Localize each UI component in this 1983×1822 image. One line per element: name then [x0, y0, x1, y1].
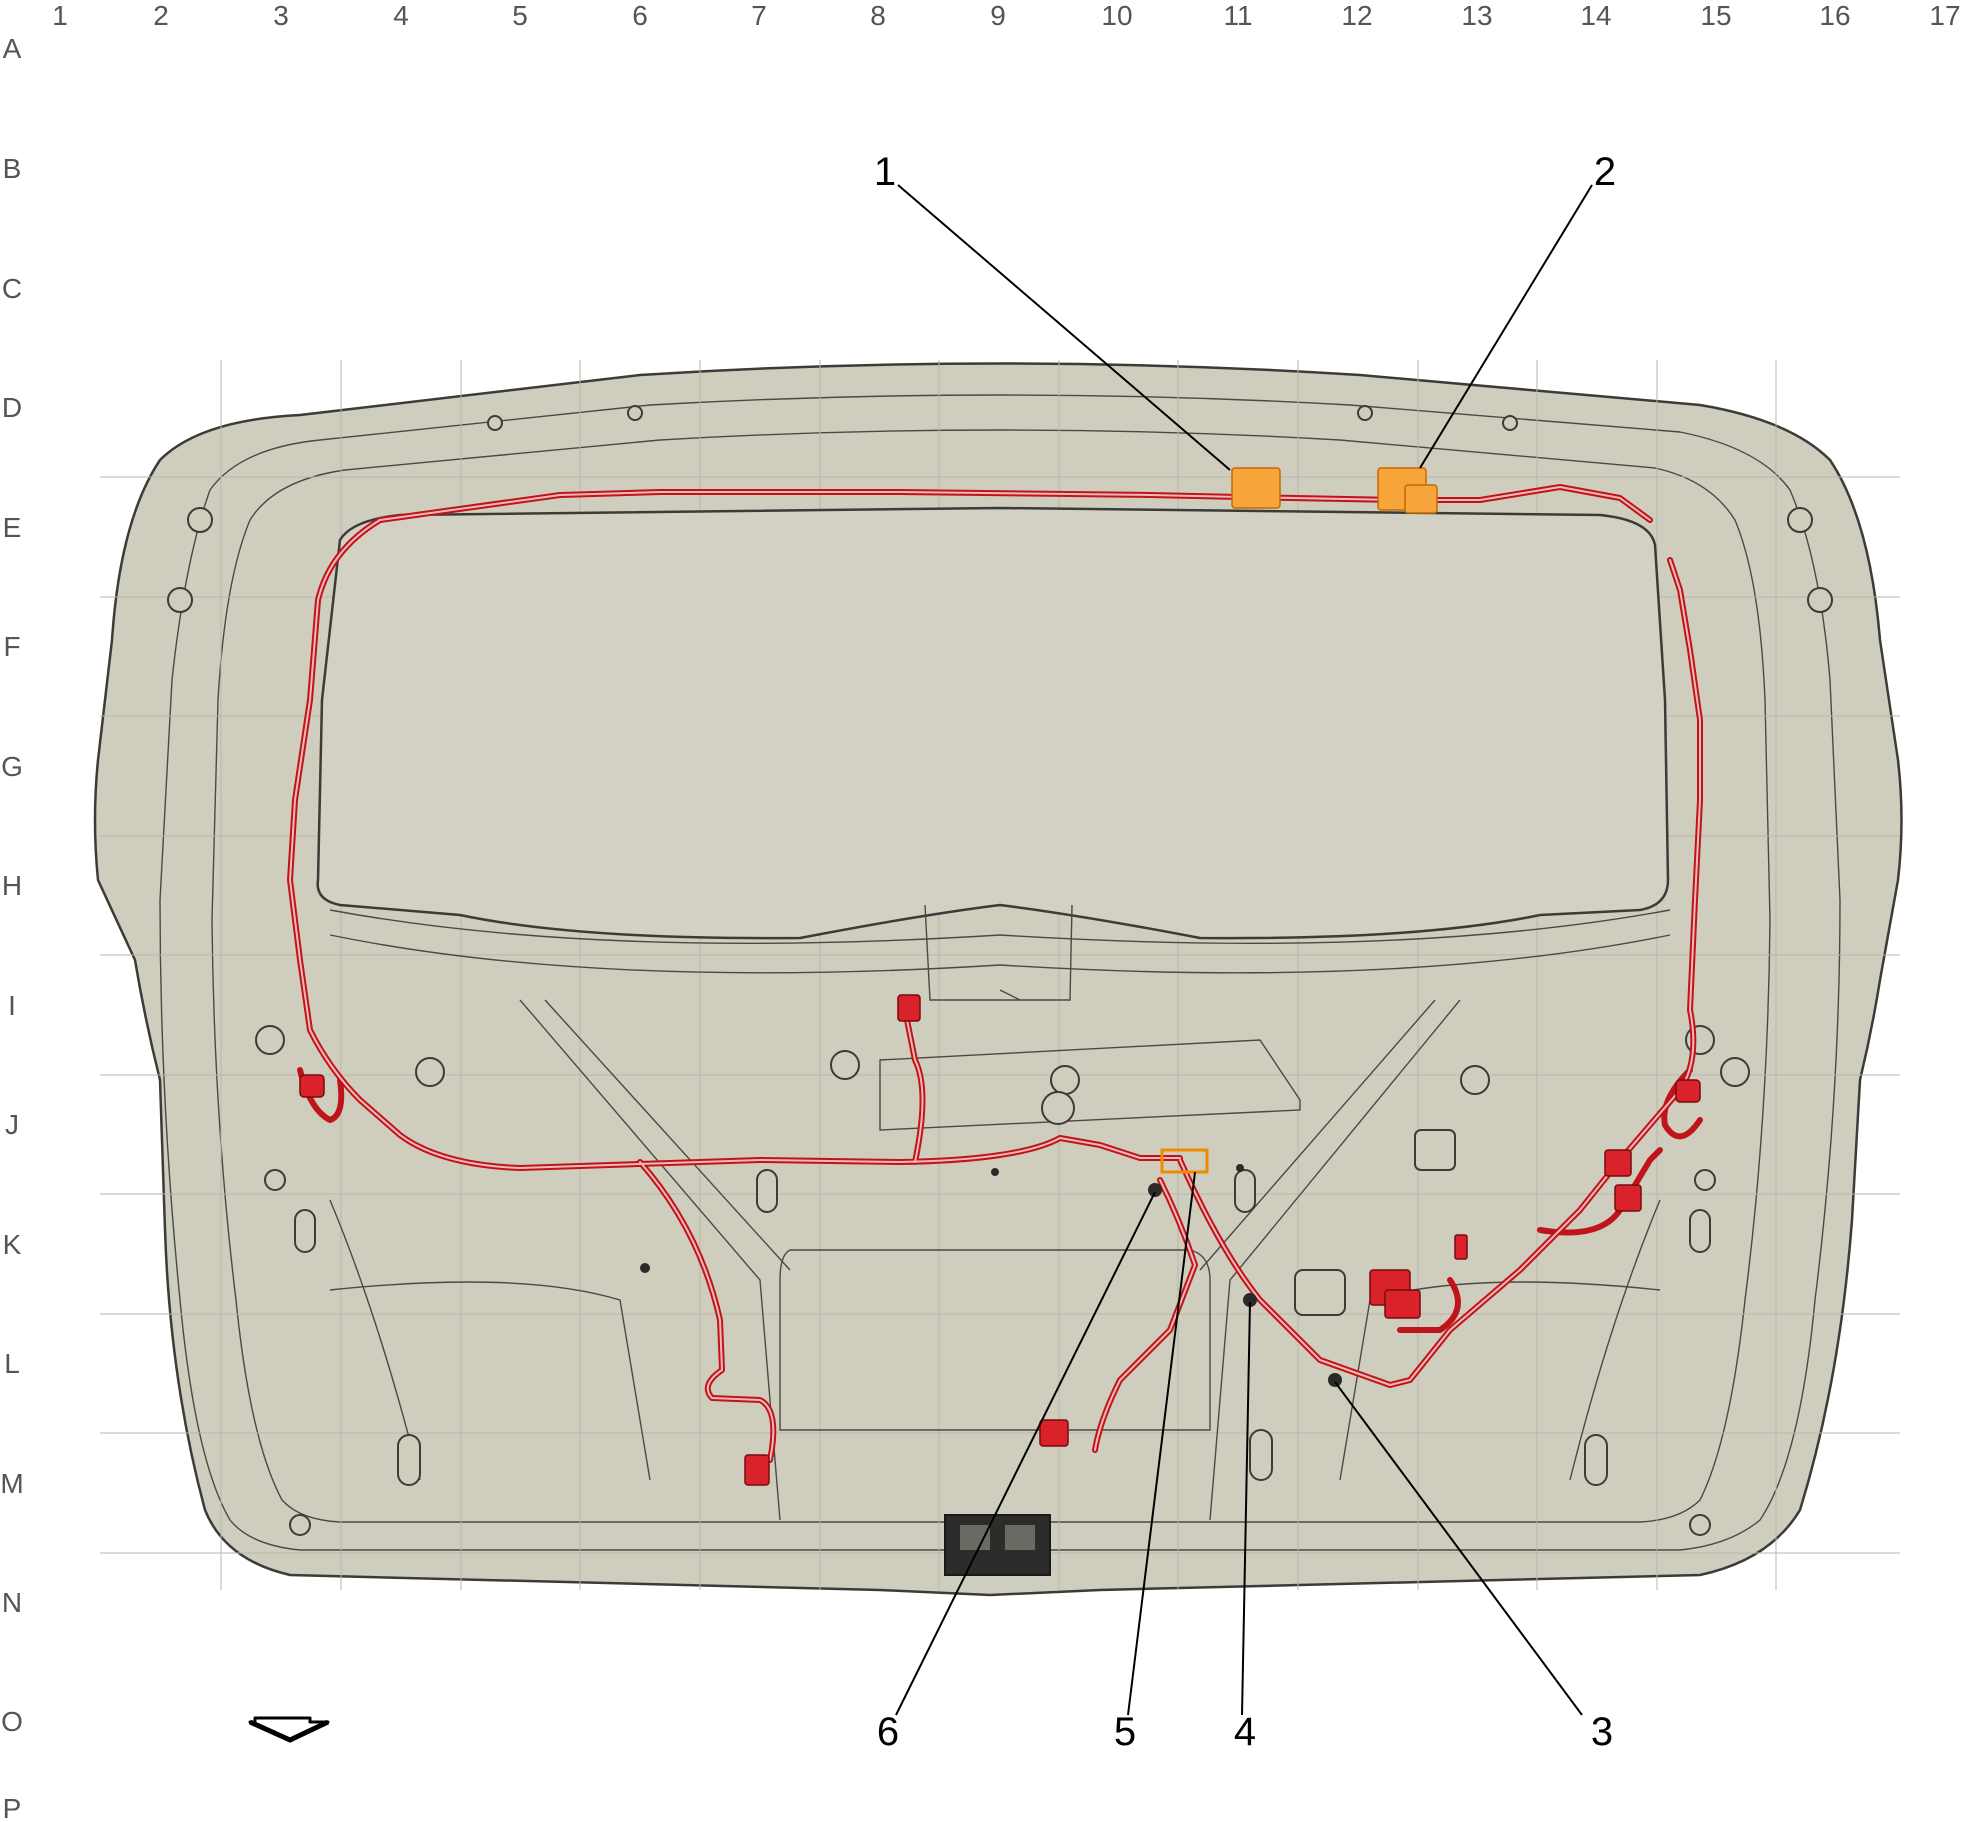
- grid-col-label: 2: [153, 0, 169, 31]
- rear-window-opening: [316, 506, 1670, 940]
- leader-line-5: [1127, 1171, 1196, 1716]
- grid-row-label: E: [3, 512, 22, 543]
- grid-row-label: M: [0, 1468, 23, 1499]
- mounting-holes: [167, 405, 1833, 1536]
- grid-col-label: 9: [990, 0, 1006, 31]
- harness-connector: [1039, 1419, 1069, 1447]
- grid-col-label: 13: [1461, 0, 1492, 31]
- connector-item-5: [1160, 1148, 1209, 1174]
- grid-row-label: C: [2, 273, 22, 304]
- grid-col-label: 12: [1341, 0, 1372, 31]
- grid-col-label: 4: [393, 0, 409, 31]
- grid-row-label: I: [8, 990, 16, 1021]
- callout-3: 3: [1591, 1710, 1613, 1754]
- grid-row-label: N: [2, 1587, 22, 1618]
- leader-line-3: [1334, 1381, 1583, 1716]
- callout-6: 6: [877, 1710, 899, 1754]
- grid-row-label: A: [3, 33, 22, 64]
- harness-right-lower: [1397, 1277, 1461, 1333]
- leader-line-2: [1419, 184, 1593, 469]
- harness-connector: [1675, 1079, 1701, 1103]
- harness-connector: [299, 1074, 325, 1098]
- callout-leaders: [895, 184, 1593, 1716]
- connector-item-2b: [1404, 484, 1438, 514]
- grid-row-label: K: [3, 1229, 22, 1260]
- lower-inner-structure: [329, 904, 1671, 1521]
- harness-connector: [897, 994, 921, 1022]
- grid-col-label: 8: [870, 0, 886, 31]
- grid-row-label: L: [4, 1348, 20, 1379]
- leader-line-4: [1241, 1301, 1251, 1716]
- latch-assembly: [944, 1514, 1051, 1576]
- grid-row-label: P: [3, 1793, 22, 1822]
- wiring-harness: [287, 484, 1703, 1486]
- grid-row-label: B: [3, 153, 22, 184]
- harness-connector: [1614, 1184, 1642, 1212]
- harness-connector: [1384, 1289, 1421, 1319]
- liftgate-inner-frame: [211, 429, 1771, 1523]
- grid-row-label: D: [2, 392, 22, 423]
- leader-line-6: [895, 1191, 1156, 1716]
- grid-row-label: F: [3, 631, 20, 662]
- grid-col-label: 11: [1223, 0, 1252, 31]
- grid-col-label: 16: [1819, 0, 1850, 31]
- grid-col-label: 5: [512, 0, 528, 31]
- harness-connector: [1604, 1149, 1632, 1177]
- callout-1: 1: [874, 150, 896, 194]
- grid-col-label: 15: [1700, 0, 1731, 31]
- connector-item-1: [1231, 467, 1281, 509]
- grid-row-label: J: [5, 1109, 19, 1140]
- liftgate-inner-flange: [159, 394, 1841, 1551]
- grid-col-label: 6: [632, 0, 648, 31]
- callout-4: 4: [1234, 1710, 1256, 1754]
- grid-col-label: 7: [751, 0, 767, 31]
- grid-row-labels: A B C D E F G H I J K L M N O P: [0, 33, 23, 1822]
- harness-connector: [744, 1454, 770, 1486]
- grid-col-label: 10: [1101, 0, 1132, 31]
- callout-labels: 1 2 3 4 5 6: [874, 150, 1616, 1754]
- callout-5: 5: [1114, 1710, 1136, 1754]
- leader-line-1: [897, 184, 1231, 471]
- highlighted-connectors: [1160, 467, 1438, 1174]
- grid-row-label: G: [1, 751, 23, 782]
- grid-col-label: 14: [1580, 0, 1611, 31]
- harness-connector: [1454, 1234, 1468, 1260]
- grid-col-label: 17: [1929, 0, 1960, 31]
- grid-column-labels: 1 2 3 4 5 6 7 8 9 10 11 12 13 14 15 16 1…: [52, 0, 1960, 31]
- grid-col-label: 3: [273, 0, 289, 31]
- grid-col-label: 1: [52, 0, 68, 31]
- grid-row-label: O: [1, 1706, 23, 1737]
- callout-2: 2: [1594, 150, 1616, 194]
- down-arrow-icon: [248, 1716, 330, 1743]
- grid-row-label: H: [2, 870, 22, 901]
